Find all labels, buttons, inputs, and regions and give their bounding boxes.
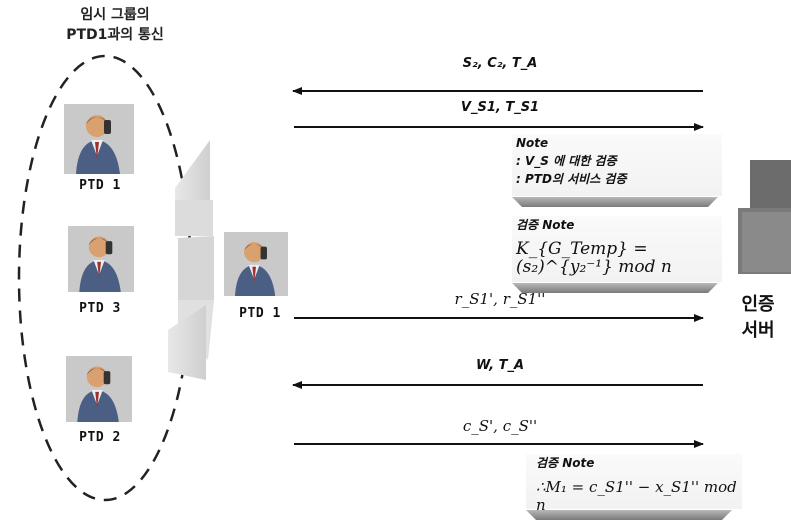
note-title: 검증 Note xyxy=(536,456,595,470)
note-formula: ∴M₁ = c_S1'' − x_S1'' mod n xyxy=(536,478,737,514)
group-title-line2: PTD1과의 통신 xyxy=(66,27,164,43)
group-member-label: PTD 2 xyxy=(79,430,121,445)
note-box: 검증 Note ∴M₁ = c_S1'' − x_S1'' mod n xyxy=(526,454,742,514)
note-line: : PTD의 서비스 검증 xyxy=(516,172,627,186)
note-title: 검증 Note xyxy=(516,218,575,232)
message-label: c_S', c_S'' xyxy=(462,417,538,435)
note-box: 검증 Note K_{G_Temp} = (s₂)^{y₂⁻¹} mod n xyxy=(512,216,722,282)
note-title: Note xyxy=(516,136,549,150)
server-graphic xyxy=(738,160,791,274)
note3-bar xyxy=(526,510,732,520)
group-title: 임시 그룹의 PTD1과의 통신 xyxy=(40,5,190,45)
note-line: : V_S 에 대한 검증 xyxy=(516,154,617,168)
group-title-line1: 임시 그룹의 xyxy=(80,7,150,23)
server-label-line2: 서버 xyxy=(741,320,775,341)
message-label: r_S1', r_S1'' xyxy=(454,290,546,308)
person-icon xyxy=(224,232,288,296)
convergence-wedges xyxy=(168,140,214,380)
note1-bar xyxy=(512,197,718,207)
person-icon xyxy=(64,104,134,174)
message-label: W, T_A xyxy=(475,358,525,373)
group-member-label: PTD 1 xyxy=(79,178,121,193)
note-box: Note : V_S 에 대한 검증 : PTD의 서비스 검증 xyxy=(512,134,722,196)
server-label: 인증 서버 xyxy=(728,292,788,344)
message-label: V_S1, T_S1 xyxy=(460,100,540,115)
note-formula: K_{G_Temp} = (s₂)^{y₂⁻¹} mod n xyxy=(516,239,672,277)
central-device-label: PTD 1 xyxy=(239,306,281,321)
group-member-label: PTD 3 xyxy=(79,301,121,316)
server-label-line1: 인증 xyxy=(741,294,775,315)
note2-bar xyxy=(512,283,718,293)
message-label: S₂, C₂, T_A xyxy=(462,56,538,71)
person-icon xyxy=(66,356,132,422)
person-icon xyxy=(68,226,134,292)
